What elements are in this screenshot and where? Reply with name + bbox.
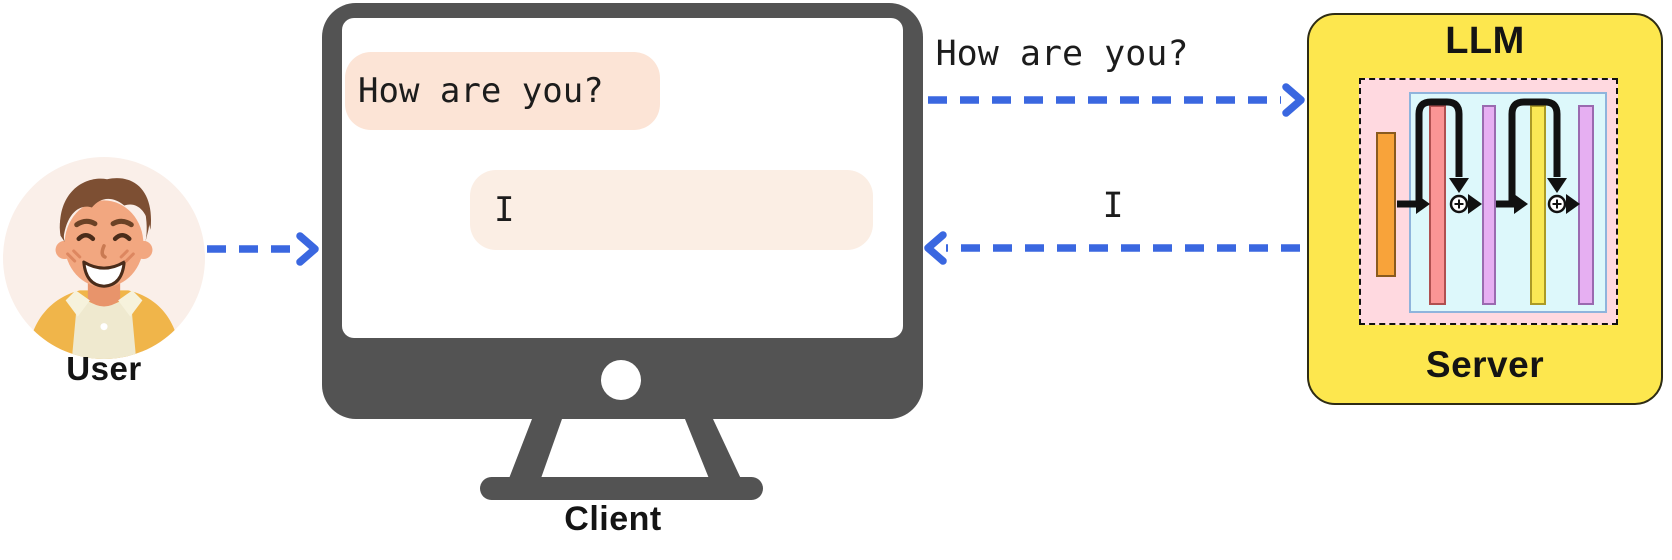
avatar-eyes (76, 233, 96, 242)
chat-bubble-response: I (470, 170, 873, 250)
arrowhead-right-4 (1566, 194, 1580, 214)
yellow-layer-bar (1530, 105, 1546, 305)
purple-layer-bar-2 (1578, 105, 1594, 305)
arrowhead-right-3 (1514, 194, 1528, 214)
monitor-power-dot (601, 360, 641, 400)
arrowhead-down-1 (1449, 178, 1469, 193)
request-arrowhead (1282, 83, 1305, 117)
user-to-client-arrowhead (296, 232, 319, 266)
monitor-stand-base (480, 477, 763, 500)
request-flow-label: How are you? (935, 34, 1189, 74)
avatar-smile (82, 260, 126, 288)
residual-add-node-2 (1547, 194, 1567, 214)
monitor-stand (480, 419, 763, 500)
attention-layer-bar (1429, 105, 1446, 305)
llm-title: LLM (1445, 20, 1525, 62)
purple-layer-bar-1 (1482, 105, 1496, 305)
residual-add-node-1 (1449, 194, 1469, 214)
user-avatar-icon (3, 157, 205, 359)
response-flow-label: I (1102, 186, 1124, 226)
chat-bubble-response-text: I (494, 190, 515, 230)
embedding-layer-bar (1376, 132, 1396, 277)
skip-connection-arc-2 (1508, 98, 1561, 204)
arrowhead-right-2 (1468, 194, 1482, 214)
response-arrowhead (924, 231, 947, 265)
transformer-flow-arrows (1397, 98, 1580, 214)
chat-bubble-request: How are you? (345, 52, 660, 130)
client-label: Client (564, 500, 662, 538)
arrowhead-down-2 (1547, 178, 1567, 193)
skip-connection-arc-1 (1415, 98, 1463, 204)
arrowhead-right-1 (1416, 194, 1430, 214)
user-label: User (66, 350, 142, 387)
avatar-hair (60, 178, 152, 238)
server-label: Server (1425, 344, 1545, 385)
chat-bubble-request-text: How are you? (358, 71, 604, 111)
